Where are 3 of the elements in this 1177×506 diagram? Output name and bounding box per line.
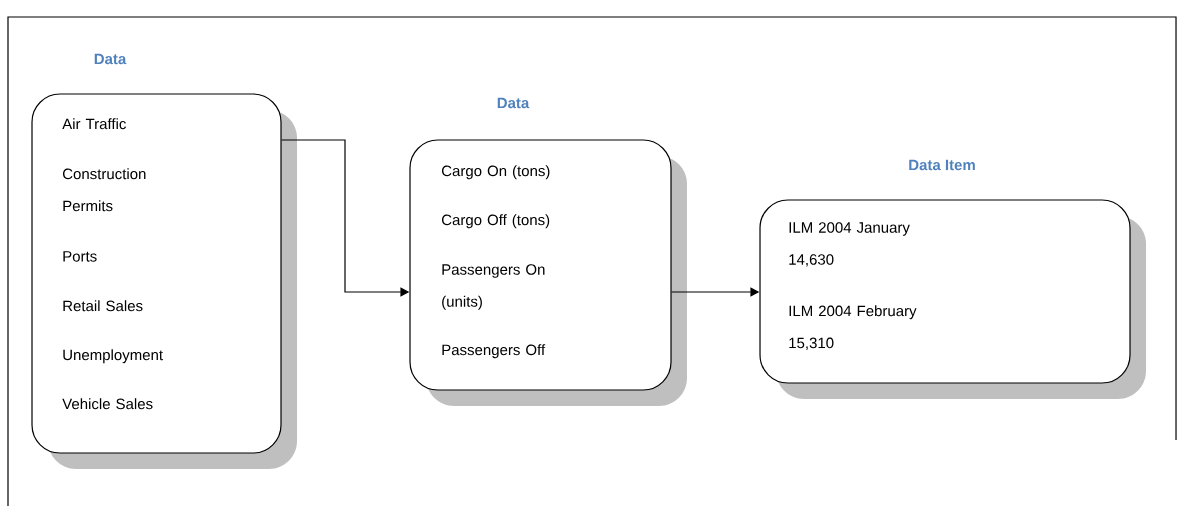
heading: Data xyxy=(497,97,530,109)
heading: Data xyxy=(94,53,127,65)
heading: Data Item xyxy=(909,159,975,171)
